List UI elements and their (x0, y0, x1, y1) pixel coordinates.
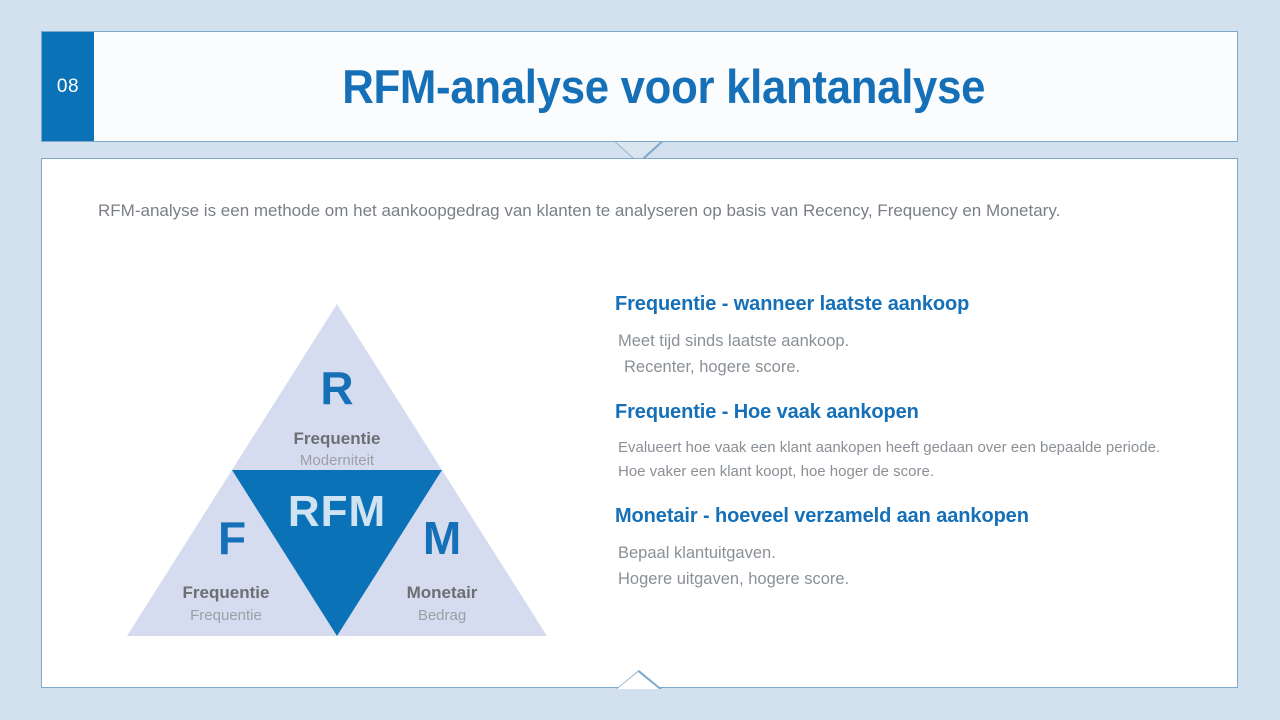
block-line: Evalueert hoe vaak een klant aankopen he… (618, 439, 1161, 456)
block-body-recency: Meet tijd sinds laatste aankoop. Recente… (615, 328, 1205, 380)
content-block-monetary: Monetair - hoeveel verzameld aan aankope… (615, 505, 1205, 592)
center-label-rfm: RFM (288, 487, 386, 536)
segment-letter-f: F (218, 512, 246, 564)
block-body-frequency: Evalueert hoe vaak een klant aankopen he… (615, 436, 1205, 484)
segment-label-f: Frequentie (183, 583, 270, 602)
header-title-container: RFM-analyse voor klantanalyse (94, 32, 1237, 141)
header-panel: 08 RFM-analyse voor klantanalyse (41, 31, 1238, 142)
segment-label-m: Monetair (407, 583, 478, 602)
content-block-recency: Frequentie - wanneer laatste aankoop Mee… (615, 293, 1205, 380)
block-line: Bepaal klantuitgaven. (618, 544, 776, 562)
slide-number-badge: 08 (42, 32, 94, 141)
chevron-fill (617, 671, 660, 689)
segment-letter-r: R (320, 362, 353, 414)
page-title: RFM-analyse voor klantanalyse (342, 60, 985, 113)
segment-sub-m: Bedrag (418, 607, 466, 624)
chevron-fill (616, 142, 661, 162)
segment-sub-r: Moderniteit (300, 452, 375, 469)
segment-letter-m: M (423, 512, 461, 564)
block-heading-frequency: Frequentie - Hoe vaak aankopen (615, 401, 919, 423)
segment-sub-f: Frequentie (190, 607, 262, 624)
rfm-triangle-diagram: R Frequentie Moderniteit RFM F Frequenti… (127, 304, 547, 636)
segment-label-r: Frequentie (294, 429, 381, 448)
block-heading-recency: Frequentie - wanneer laatste aankoop (615, 293, 970, 315)
center-inverted-triangle-shape (232, 470, 442, 636)
intro-text: RFM-analyse is een methode om het aankoo… (98, 201, 1061, 220)
block-line: Hoe vaker een klant koopt, hoe hoger de … (618, 463, 935, 480)
block-line: Recenter, hogere score. (624, 358, 801, 376)
content-blocks: Frequentie - wanneer laatste aankoop Mee… (615, 293, 1205, 613)
block-line: Hogere uitgaven, hogere score. (618, 570, 850, 588)
block-line: Meet tijd sinds laatste aankoop. (618, 332, 850, 350)
block-body-monetary: Bepaal klantuitgaven. Hogere uitgaven, h… (615, 540, 1205, 592)
bottom-chevron-icon (616, 670, 662, 689)
block-heading-monetary: Monetair - hoeveel verzameld aan aankope… (615, 505, 1029, 527)
content-block-frequency: Frequentie - Hoe vaak aankopen Evalueert… (615, 401, 1205, 484)
